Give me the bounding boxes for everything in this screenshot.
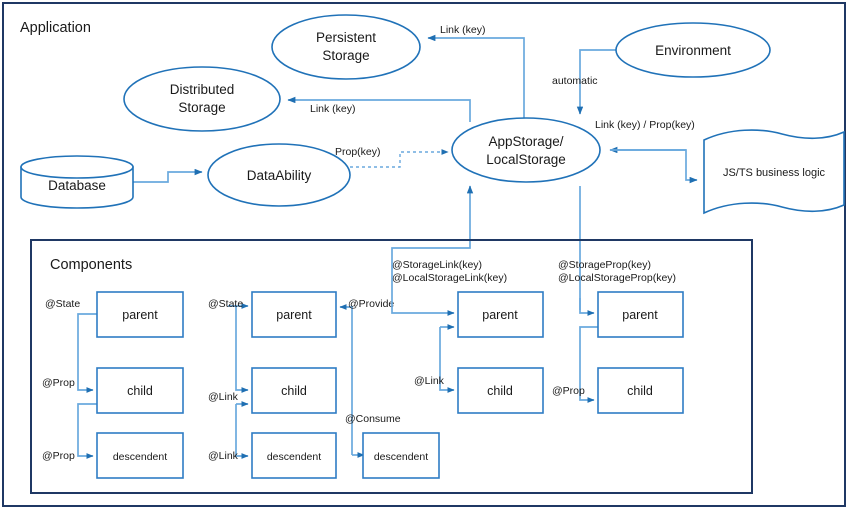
edge-col3-link-to-child bbox=[439, 327, 455, 393]
component-label-col1-child: child bbox=[127, 384, 153, 398]
edge-col1-child-to-descendent bbox=[77, 403, 97, 459]
node-environment: Environment bbox=[615, 22, 771, 78]
decorator-label-col4-prop: @Prop bbox=[552, 385, 585, 397]
decorator-label-col2-state: @State bbox=[208, 298, 243, 310]
edge-label-environment-automatic: automatic bbox=[552, 75, 598, 87]
decorator-label-col3-link: @Link bbox=[414, 375, 445, 387]
components-column-state-link: @State @Link @Link parent child descende… bbox=[208, 291, 440, 479]
database-label: Database bbox=[48, 178, 106, 193]
business-logic-label: JS/TS business logic bbox=[723, 167, 826, 179]
components-column-state-prop: @State @Prop @Prop parent child descende… bbox=[42, 291, 184, 479]
component-label-col3-parent: parent bbox=[482, 308, 518, 322]
components-frame bbox=[30, 239, 753, 494]
decorator-label-col2-provide: @Provide bbox=[348, 298, 394, 310]
component-box-col4-parent bbox=[597, 291, 684, 338]
edge-label-dataability-prop-key: Prop(key) bbox=[335, 146, 381, 158]
persistent-storage-label-line1: Persistent bbox=[316, 30, 376, 45]
application-title: Application bbox=[20, 20, 91, 36]
decorator-label-col2-link-1: @Link bbox=[208, 391, 239, 403]
edge-appstorage-to-distributed-storage bbox=[287, 96, 471, 122]
distributed-storage-label-line1: Distributed bbox=[170, 82, 235, 97]
component-label-col3-child: child bbox=[487, 384, 513, 398]
decorator-label-col2-link-2: @Link bbox=[208, 450, 239, 462]
component-box-col3-parent bbox=[457, 291, 544, 338]
edge-col2-provide-to-parent bbox=[339, 304, 353, 455]
component-box-col2-child bbox=[251, 367, 337, 414]
edge-col2-state-to-child bbox=[228, 305, 249, 393]
component-label-col4-parent: parent bbox=[622, 308, 658, 322]
component-label-col2-parent: parent bbox=[276, 308, 312, 322]
edge-label-storagelink-line2: @LocalStorageLink(key) bbox=[392, 272, 507, 284]
decorator-label-col1-prop-1: @Prop bbox=[42, 377, 75, 389]
component-label-col2-child: child bbox=[281, 384, 307, 398]
components-column-storage-prop: @Prop parent child bbox=[552, 291, 684, 414]
persistent-storage-label-line2: Storage bbox=[322, 48, 369, 63]
edge-col1-parent-to-child bbox=[77, 313, 97, 393]
components-column-storage-link: @Link parent child bbox=[391, 291, 544, 414]
edge-col2-link-to-descendent bbox=[235, 404, 249, 459]
component-label-col1-descendent: descendent bbox=[113, 451, 167, 463]
component-label-col2-descendent: descendent bbox=[267, 451, 321, 463]
component-box-col2-descendent bbox=[251, 432, 337, 479]
component-box-col2-consume-descendent bbox=[362, 432, 440, 479]
appstorage-label-line2: LocalStorage bbox=[486, 152, 566, 167]
node-persistent-storage: Persistent Storage bbox=[271, 14, 421, 80]
appstorage-label-line1: AppStorage/ bbox=[488, 134, 563, 149]
component-box-col3-child bbox=[457, 367, 544, 414]
decorator-label-col2-consume: @Consume bbox=[345, 413, 401, 425]
edge-label-storagelink-line1: @StorageLink(key) bbox=[392, 259, 482, 271]
node-appstorage-localstorage: AppStorage/ LocalStorage bbox=[451, 117, 601, 183]
component-box-col1-descendent bbox=[96, 432, 184, 479]
component-box-col4-child bbox=[597, 367, 684, 414]
component-label-col2-consume-descendent: descendent bbox=[374, 451, 428, 463]
edge-database-to-dataability bbox=[133, 168, 203, 183]
edge-col4-storageprop-to-parent bbox=[579, 298, 595, 316]
edge-environment-to-appstorage bbox=[576, 49, 616, 115]
component-box-col2-parent bbox=[251, 291, 337, 338]
component-label-col1-parent: parent bbox=[122, 308, 158, 322]
environment-label: Environment bbox=[655, 43, 731, 58]
dataability-label: DataAbility bbox=[247, 168, 312, 183]
edge-col3-storagelink-to-parent bbox=[391, 298, 455, 316]
edge-appstorage-to-businesslogic bbox=[610, 149, 698, 184]
node-dataability: DataAbility bbox=[207, 143, 351, 207]
edge-label-storageprop-line2: @LocalStorageProp(key) bbox=[558, 272, 676, 284]
edge-label-storageprop-line1: @StorageProp(key) bbox=[558, 259, 651, 271]
edge-storagelink-to-appstorage bbox=[391, 185, 474, 298]
components-title: Components bbox=[50, 257, 132, 273]
edge-dataability-to-appstorage bbox=[350, 149, 449, 168]
component-box-col1-parent bbox=[96, 291, 184, 338]
node-distributed-storage: Distributed Storage bbox=[123, 66, 281, 132]
node-business-logic: JS/TS business logic bbox=[703, 129, 845, 215]
edge-label-distributed-link-key: Link (key) bbox=[310, 103, 356, 115]
edge-label-persistent-link-key: Link (key) bbox=[440, 24, 486, 36]
edge-appstorage-to-persistent-storage bbox=[427, 34, 525, 118]
component-label-col4-child: child bbox=[627, 384, 653, 398]
decorator-label-col1-prop-2: @Prop bbox=[42, 450, 75, 462]
decorator-label-col1-state: @State bbox=[45, 298, 80, 310]
edge-label-businesslogic-link-prop: Link (key) / Prop(key) bbox=[595, 119, 695, 131]
component-box-col1-child bbox=[96, 367, 184, 414]
distributed-storage-label-line2: Storage bbox=[178, 100, 225, 115]
edge-col4-prop-to-child bbox=[579, 326, 598, 403]
node-database: Database bbox=[20, 155, 134, 209]
